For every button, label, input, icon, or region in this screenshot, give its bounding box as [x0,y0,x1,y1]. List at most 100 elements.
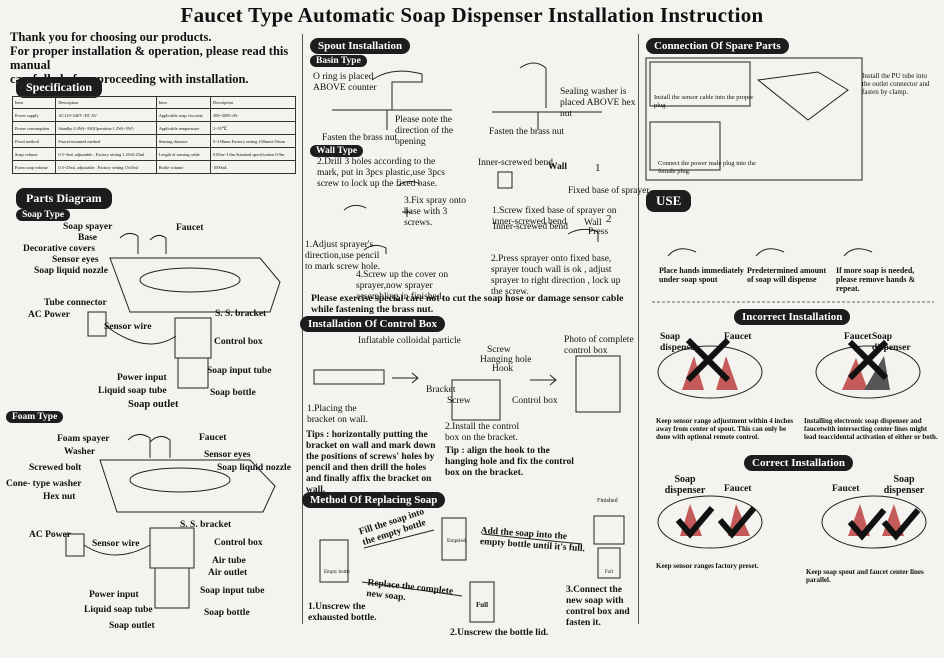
incorrect-faucet-2: Faucet [844,332,872,342]
arrow-add [481,533,583,545]
check-icon-1 [675,506,715,539]
control-box-shape [174,317,212,359]
label-liquid-soap-tube: Liquid soap tube [98,386,167,396]
correct-soap-dispenser-1: Soap dispenser [664,474,706,496]
basin-faucet-shape [371,70,423,110]
parts-diagram-heading: Parts Diagram [16,188,112,209]
correct-faucet-1: Faucet [724,484,752,494]
specification-table: Item Description Item Description Power … [11,96,296,174]
sealing-washer-note: Sealing washer is placed ABOVE hex nut [560,87,636,119]
label-sensor-wire: Sensor wire [104,322,152,332]
foam-wire-shape [83,544,151,556]
label-foam-soap-outlet: Soap outlet [109,621,155,631]
use-step-1: Place hands immediately under soap spout [659,266,744,284]
check-icon-3 [847,508,887,541]
inner-bend-label-1: Inner-screwed bend [478,158,553,168]
wall-sprayer-2 [397,180,421,187]
incorrect-soap-dispenser-2: Soap dispenser [872,332,911,353]
correct-faucet-2: Faucet [832,484,860,494]
label-foam-sprayer: Foam spayer [57,434,110,444]
photo-label: Photo of complete control box [564,335,634,356]
incorrect-note-2: Installing electronic soap dispenser and… [804,417,938,441]
exhausted-bottle [319,539,349,583]
foam-type-heading: Foam Type [6,411,64,423]
wire-shape [105,325,177,345]
o-ring-note: O ring is placed ABOVE counter [313,72,377,93]
full-label-2: Full [476,601,489,609]
label-washer: Washer [64,447,96,457]
label-foam-soap-input-tube: Soap input tube [200,586,265,596]
spare-parts-drawing [645,57,934,549]
ac-adapter-shape [87,311,107,337]
label-foam-soap-liquid-nozzle: Soap liquid nozzle [217,463,291,473]
label-base: Base [78,233,97,243]
unscrew-bottle-step: 1.Unscrew the exhausted bottle. [308,602,377,623]
cross-icon-1 [685,337,731,383]
arrow-1 [392,372,419,384]
label-soap-sprayer: Soap spayer [63,222,113,232]
check-icon-2 [717,506,757,539]
foam-basin-shape [99,459,276,513]
full-bottle-2 [469,581,495,623]
screw-top-label: Screw [487,345,511,355]
label-foam-sensor-eyes: Sensor eyes [204,450,251,460]
label-soap-liquid-nozzle: Soap liquid nozzle [34,266,108,276]
finished-bottle [597,547,621,579]
label-sensor-eyes: Sensor eyes [52,255,99,265]
finished-control-box [593,515,625,545]
spare-parts-heading: Connection Of Spare Parts [646,38,789,54]
power-plug-note: Connect the power male plug into the fem… [658,160,756,175]
control-box-body [451,379,501,421]
foam-basin-bowl [129,467,231,493]
incorrect-ellipse-1 [657,345,763,399]
label-foam-ac-power: AC Power [29,530,71,540]
label-foam-faucet: Faucet [199,433,227,443]
wall-step-4: 4.Screw up the cover on sprayer,now spra… [356,270,449,302]
bracket-shape [313,369,385,385]
press-sprayer-step: 2.Press sprayer onto fixed base, sprayer… [491,254,621,297]
cross-icon-2 [847,339,889,381]
basin-shape [109,257,281,313]
soap-type-drawing [65,232,281,609]
use-heading: USE [646,190,692,212]
empty-bottle-label: Empty bottle [324,570,350,575]
finished-label: Finished [597,498,618,504]
table-row: Fixed method Faucet-mounted method Sensi… [11,134,296,148]
label-air-outlet: Air outlet [208,568,248,578]
arrow-2 [530,374,557,386]
incorrect-range-2 [716,356,738,390]
wall-label-1: Wall [548,162,568,172]
spout-drawing [332,62,602,254]
replace-soap-drawing [319,515,625,623]
basin-type-heading: Basin Type [310,55,367,67]
label-foam-liquid-soap-tube: Liquid soap tube [84,605,153,615]
screw-fixed-base-step: 1.Screw fixed base of sprayer on inner-s… [492,206,617,227]
warning-note: Please exercise special care not to cut … [311,293,624,315]
sink-shape [756,71,849,121]
label-decorative-covers: Decorative covers [23,244,96,254]
cb-step-1: 1.Placing the bracket on wall. [307,404,368,425]
cb-tips: Tips : horizontally putting the bracket … [306,430,436,495]
bracket-label: Bracket [426,385,456,395]
label-foam-control-box: Control box [214,538,263,548]
label-foam-ss-bracket: S. S. bracket [180,520,232,530]
label-soap-bottle: Soap bottle [210,388,256,398]
soap-type-heading: Soap Type [16,209,71,221]
wall-sprayer-4 [363,244,387,254]
correct-soap-dispenser-2: Soap dispenser [883,474,925,496]
wall-sprayer-3 [402,207,412,217]
label-ac-power: AC Power [28,310,70,320]
spare-parts-panel [645,57,863,181]
step-number-2: 2 [606,213,612,225]
arrow-fill [363,529,435,549]
fixed-base-shape [497,171,513,189]
correct-ellipse-1 [657,495,763,549]
gooseneck-shape [519,62,547,108]
use-step-2: Predetermined amount of soap will dispen… [747,266,827,284]
use-step-3: If more soap is needed, please remove ha… [836,266,916,293]
label-cone-washer: Cone- type washer [6,479,82,489]
correct-note-1: Keep sensor ranges factory preset. [656,562,759,570]
label-foam-soap-bottle: Soap bottle [204,608,250,618]
incorrect-note-1: Keep sensor range adjustment within 4 in… [656,417,794,441]
